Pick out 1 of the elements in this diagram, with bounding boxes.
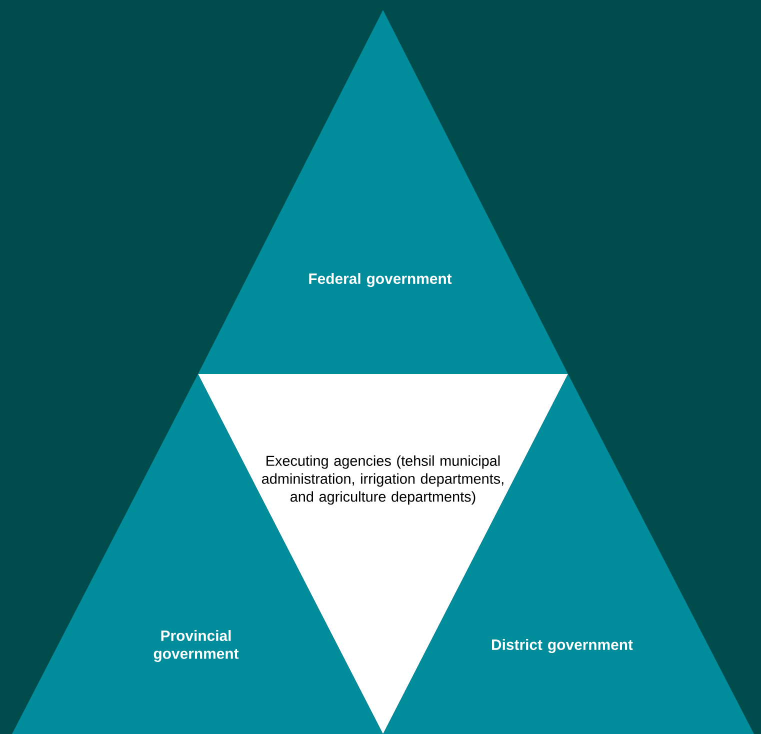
- triangle: Federal government: [198, 10, 568, 374]
